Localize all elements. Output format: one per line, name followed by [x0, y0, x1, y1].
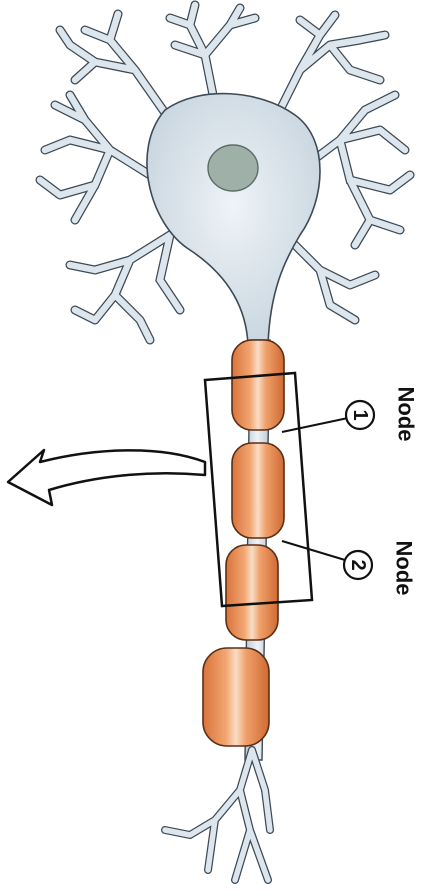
myelin-sheath [226, 545, 278, 640]
axon-terminals [165, 750, 270, 880]
node1-number: 1 [349, 409, 371, 420]
myelin-sheath [232, 340, 284, 430]
node2-leader-line [282, 541, 345, 560]
node2-label: Node [392, 541, 417, 596]
myelin-sheath [232, 443, 284, 538]
myelin-sheaths [203, 340, 284, 746]
callout-arrow [8, 450, 205, 505]
nucleus [208, 145, 258, 191]
node1-label: Node [394, 387, 419, 442]
node1-leader-line [282, 418, 348, 432]
node2-number: 2 [347, 559, 369, 570]
myelin-sheath [203, 648, 269, 746]
